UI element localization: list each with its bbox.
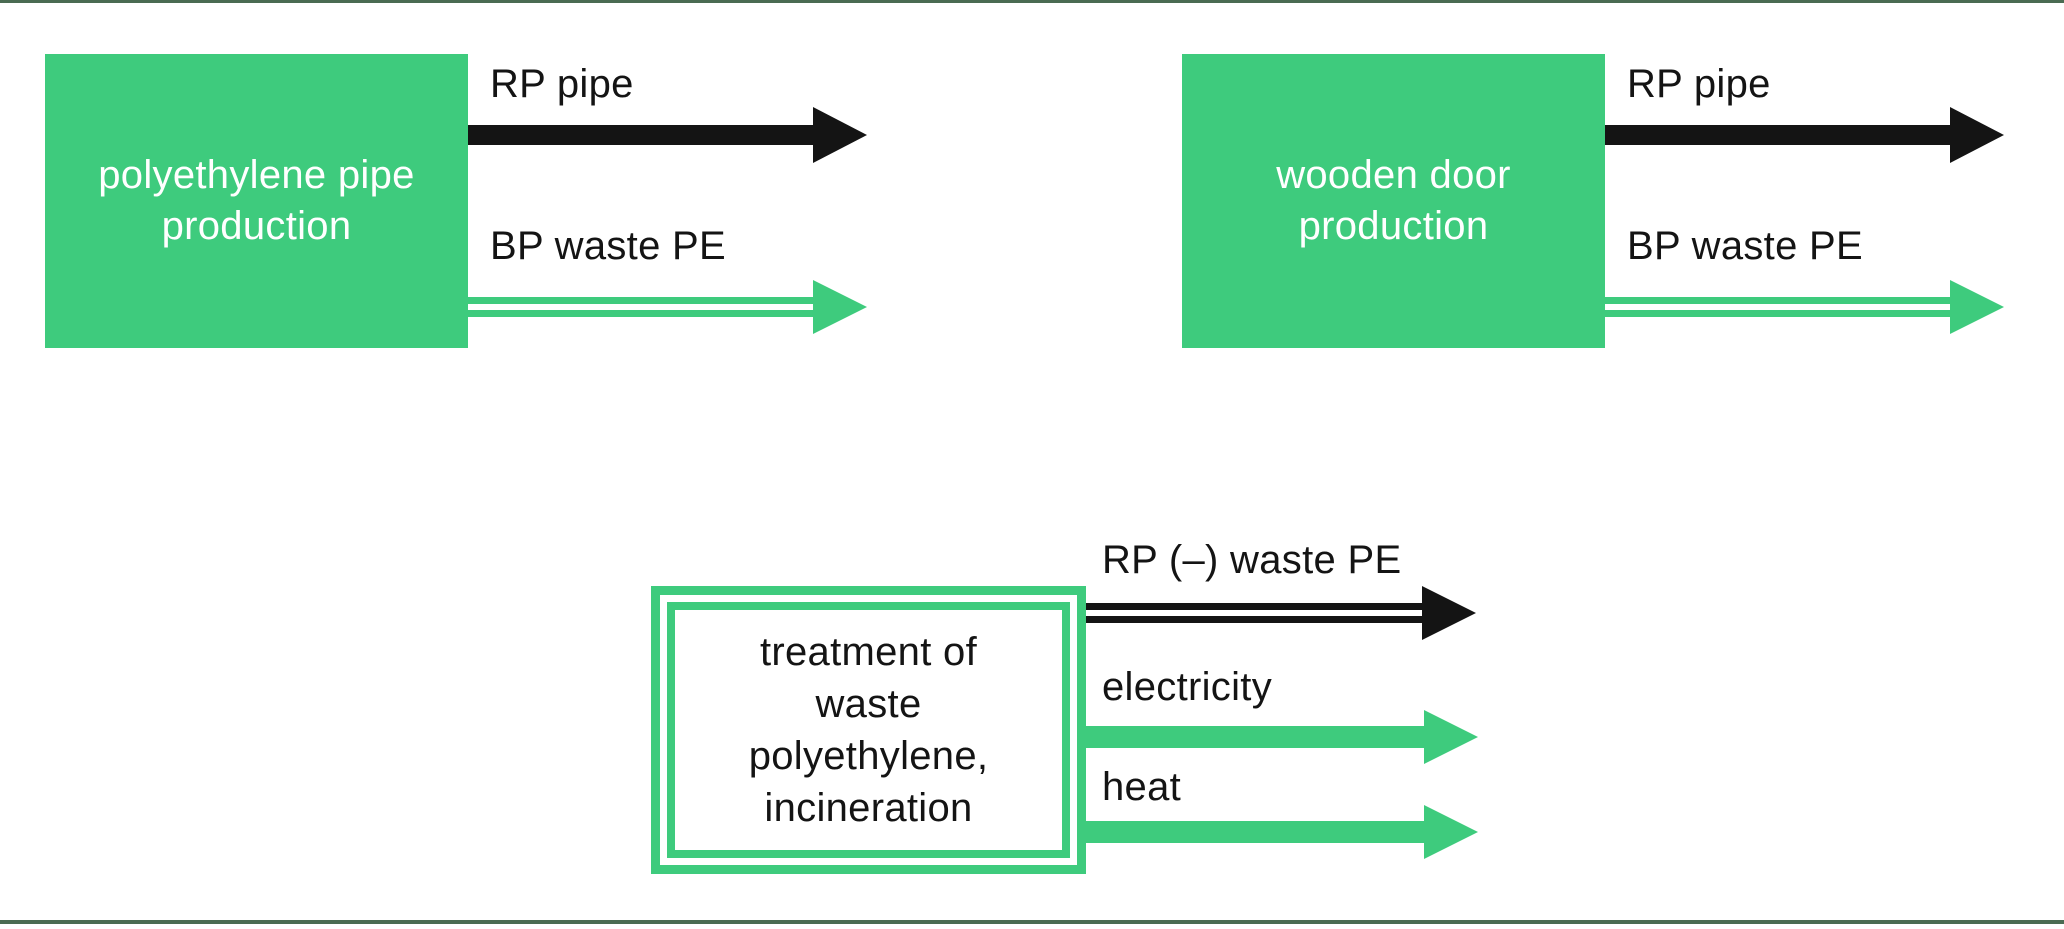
bp-waste-pe-flow-arrow (468, 280, 867, 334)
top-border-rule (0, 0, 2064, 3)
electricity-flow-arrow (1086, 710, 1478, 764)
process-box-polyethylene-pipe-production: polyethylene pipe production (45, 54, 468, 348)
arrow-shaft (1605, 297, 1950, 317)
arrow-head-icon (1950, 107, 2004, 163)
process-label-line: production (161, 204, 352, 248)
arrow-head-icon (813, 107, 867, 163)
process-label-line: incineration (764, 786, 973, 830)
flow-label-bp-waste-pe: BP waste PE (1627, 224, 1864, 268)
flow-label-heat: heat (1102, 765, 1182, 809)
flow-label-bp-waste-pe: BP waste PE (490, 224, 727, 268)
arrow-shaft (468, 125, 813, 145)
arrow-head-icon (1950, 280, 2004, 334)
process-box-wooden-door-production: wooden door production (1182, 54, 1605, 348)
flow-label-rp-pipe: RP pipe (490, 62, 634, 106)
rp-waste-pe-flow-arrow (1086, 586, 1476, 640)
process-label-line: polyethylene, (748, 734, 989, 778)
arrow-head-icon (813, 280, 867, 334)
flow-label-electricity: electricity (1102, 665, 1272, 709)
arrow-shaft (1086, 821, 1424, 843)
bottom-border-rule (0, 920, 2064, 924)
heat-flow-arrow (1086, 805, 1478, 859)
flow-label-rp-pipe: RP pipe (1627, 62, 1771, 106)
flow-label-rp-negative-waste-pe: RP (–) waste PE (1102, 538, 1402, 582)
bp-waste-pe-flow-arrow (1605, 280, 2004, 334)
rp-pipe-flow-arrow (468, 107, 867, 163)
arrow-shaft (1605, 125, 1950, 145)
process-label-line: production (1298, 204, 1489, 248)
process-label-line: waste (815, 682, 922, 726)
rp-pipe-flow-arrow (1605, 107, 2004, 163)
arrow-shaft (1086, 726, 1424, 748)
arrow-head-icon (1424, 710, 1478, 764)
process-label-line: wooden door (1276, 152, 1511, 197)
arrow-shaft (468, 297, 813, 317)
arrow-shaft (1086, 603, 1422, 623)
arrow-head-icon (1422, 586, 1476, 640)
arrow-head-icon (1424, 805, 1478, 859)
process-box-waste-treatment-incineration: treatment of waste polyethylene, inciner… (651, 586, 1086, 874)
process-label-line: polyethylene pipe (98, 152, 415, 197)
process-label-line: treatment of (759, 630, 978, 674)
process-box-inner-frame: treatment of waste polyethylene, inciner… (667, 602, 1070, 858)
